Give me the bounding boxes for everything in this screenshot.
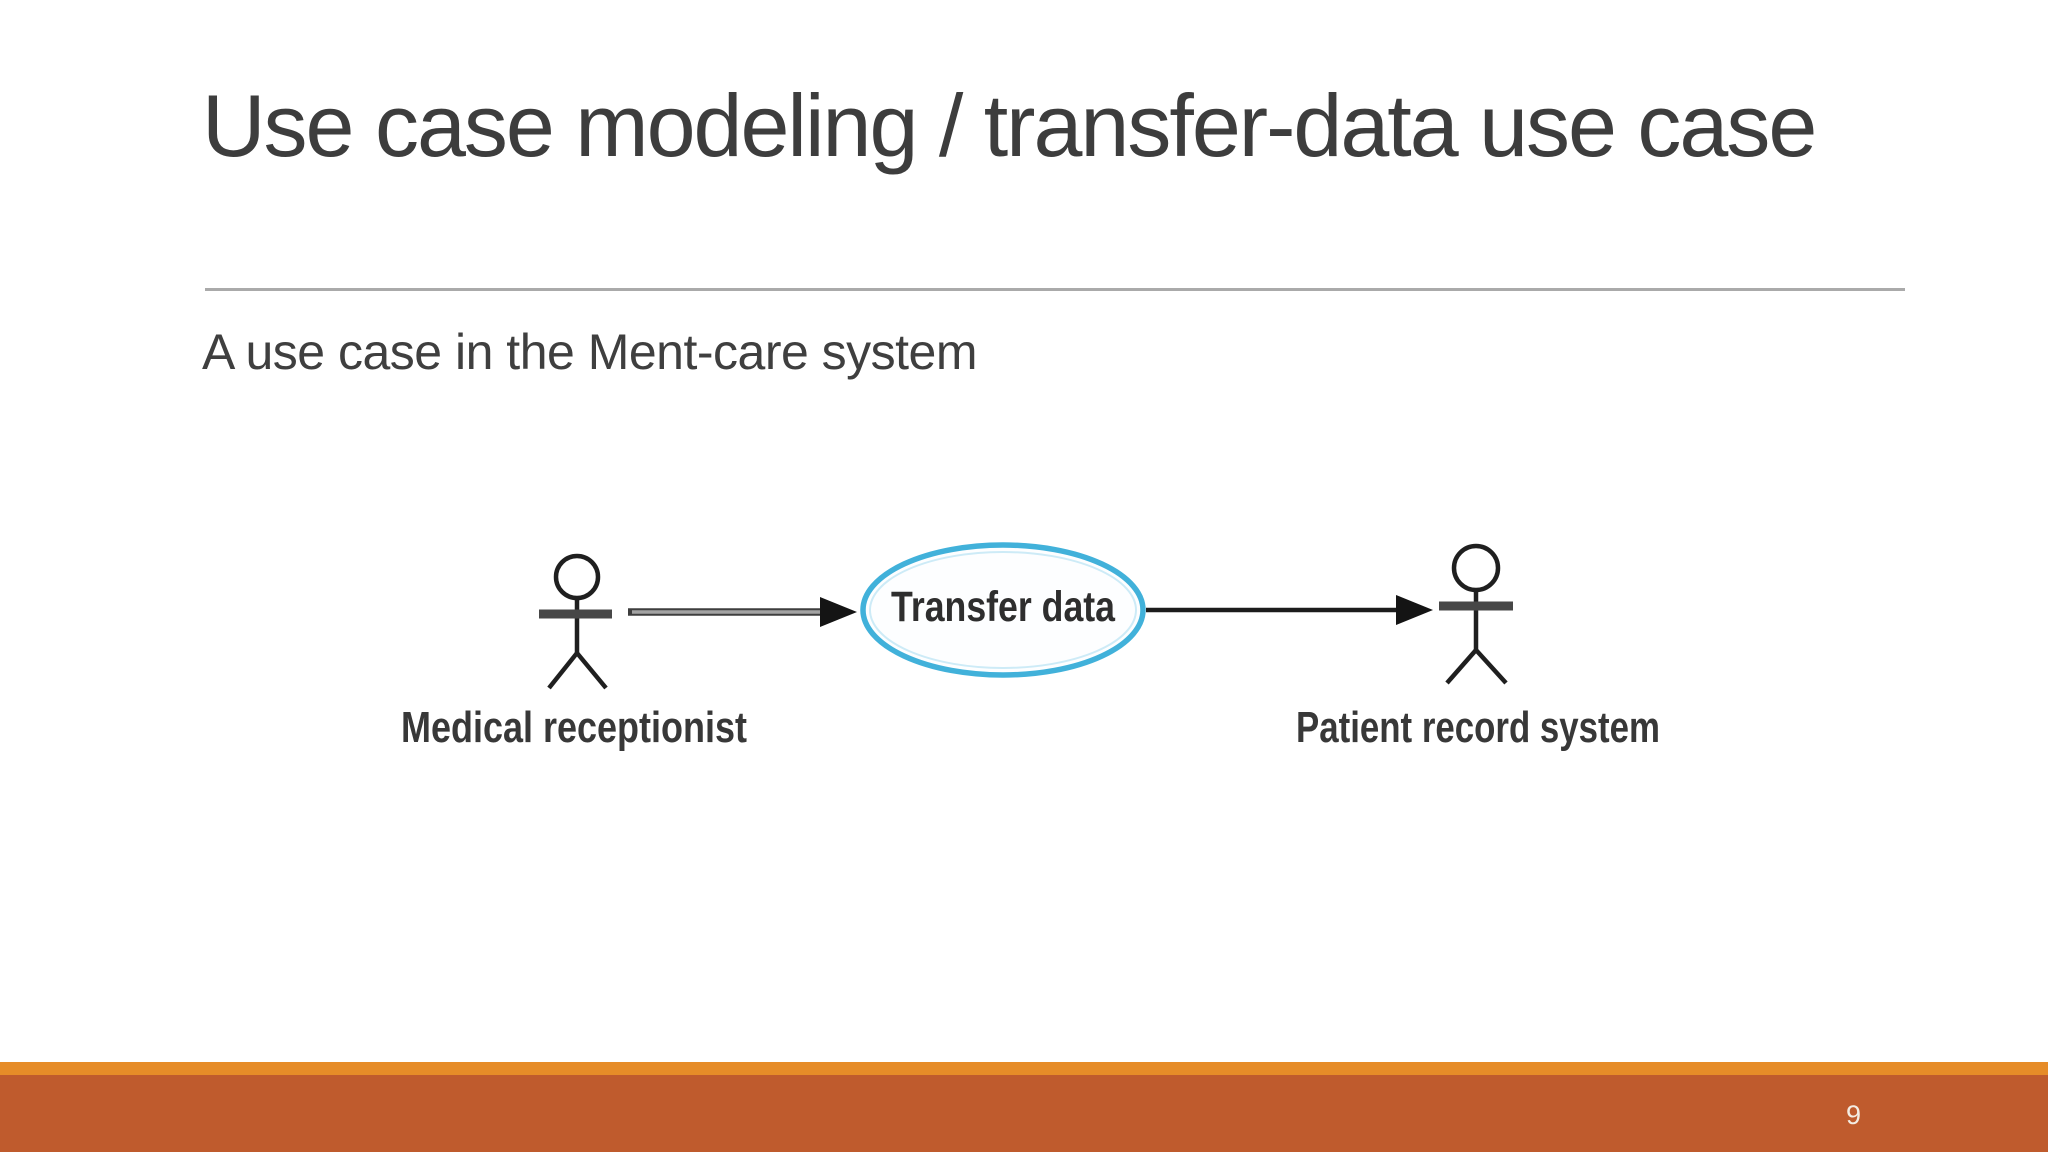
actor-medical-receptionist: Medical receptionist <box>401 553 747 752</box>
slide-title: Use case modeling / transfer-data use ca… <box>202 76 1817 175</box>
use-case-label: Transfer data <box>891 583 1116 631</box>
footer-accent-strip <box>0 1062 2048 1075</box>
slide-subtitle: A use case in the Ment-care system <box>202 324 978 380</box>
actor-head <box>1451 543 1501 593</box>
page-number: 9 <box>1846 1100 1862 1130</box>
actor-leg-right <box>1474 648 1508 685</box>
arrowhead-icon <box>1396 595 1433 625</box>
association-arrow-usecase-to-actor <box>1146 595 1433 625</box>
arrowhead-icon <box>820 597 857 627</box>
actor-head <box>553 553 601 601</box>
actor-label: Medical receptionist <box>401 703 747 752</box>
actor-label: Patient record system <box>1296 703 1660 752</box>
footer-bar <box>0 1075 2048 1152</box>
actor-leg-right <box>575 651 608 690</box>
use-case-ellipse <box>860 542 1146 678</box>
actor-patient-record-system: Patient record system <box>1296 543 1660 752</box>
actor-leg-left <box>547 651 579 690</box>
association-arrow-actor-to-usecase <box>628 597 857 627</box>
title-divider <box>205 288 1905 291</box>
use-case-ellipse-inner-glow <box>869 551 1137 669</box>
actor-leg-left <box>1445 648 1478 685</box>
use-case-transfer-data: Transfer data <box>860 542 1146 678</box>
